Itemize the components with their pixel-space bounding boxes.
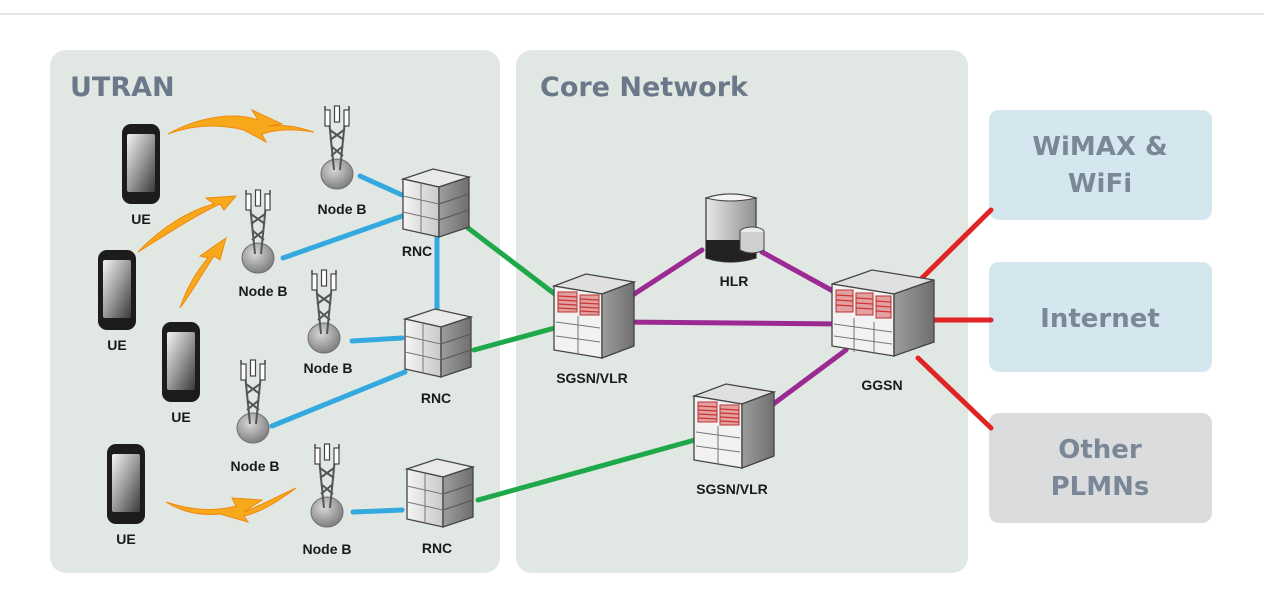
link-nodeb4-rnc2 xyxy=(269,369,408,429)
node-b-label-3: Node B xyxy=(304,360,353,376)
wireless-ue4-nodeb5 xyxy=(165,487,297,523)
ue-phone-icon-1 xyxy=(122,124,160,204)
wimax-wifi-label-line2: WiFi xyxy=(1068,169,1132,199)
ue-phone-icon-4 xyxy=(107,444,145,524)
wireless-ue1-nodeb1 xyxy=(167,108,315,144)
rnc-label-2: RNC xyxy=(421,390,451,406)
rnc-label-3: RNC xyxy=(422,540,452,556)
core-network-title: Core Network xyxy=(540,72,749,103)
link-ggsn-wimax xyxy=(915,207,994,285)
wireless-links xyxy=(137,108,315,523)
utran-panel xyxy=(50,50,500,573)
hlr-server-icon xyxy=(704,193,765,263)
wireless-ue2-nodeb2 xyxy=(137,195,238,253)
link-rnc1-sgsn xyxy=(465,225,563,301)
rnc-icon-2 xyxy=(404,308,472,378)
rnc-icon-3 xyxy=(406,458,474,528)
node-b-label-4: Node B xyxy=(231,458,280,474)
sgsn-vlr-rack-icon-2 xyxy=(693,383,775,469)
ue-label-3: UE xyxy=(171,409,190,425)
node-b-label-5: Node B xyxy=(303,541,352,557)
link-sgsn-hlr xyxy=(622,247,705,303)
internet-label: Internet xyxy=(1040,304,1160,334)
link-sgsn-ggsn xyxy=(622,319,845,327)
node-b-label-2: Node B xyxy=(239,283,288,299)
sgsn-vlr-label-1: SGSN/VLR xyxy=(556,370,628,386)
link-nodeb1-rnc1 xyxy=(357,173,405,198)
other-plmns-network: Other PLMNs xyxy=(989,413,1212,523)
node-b-label-1: Node B xyxy=(318,201,367,217)
wireless-ue3-nodeb2 xyxy=(179,236,227,309)
sgsn-vlr-rack-icon-1 xyxy=(553,273,635,359)
ue-phone-icon-2 xyxy=(98,250,136,330)
core-network-panel xyxy=(516,50,968,573)
other-plmns-label-line2: PLMNs xyxy=(1051,472,1150,502)
link-rnc2-sgsn xyxy=(471,323,565,353)
ue-label-2: UE xyxy=(107,337,126,353)
wimax-wifi-network: WiMAX & WiFi xyxy=(989,110,1212,220)
link-hlr-ggsn xyxy=(759,249,845,299)
ggsn-rack-icon xyxy=(831,269,935,357)
wimax-wifi-label-line1: WiMAX & xyxy=(1032,132,1167,162)
rnc-label-1: RNC xyxy=(402,243,432,259)
utran-title: UTRAN xyxy=(70,72,175,103)
sgsn-vlr-label-2: SGSN/VLR xyxy=(696,481,768,497)
link-sgsn2-ggsn xyxy=(765,347,849,411)
ue-label-1: UE xyxy=(131,211,150,227)
ue-phone-icon-3 xyxy=(162,322,200,402)
ggsn-label: GGSN xyxy=(861,377,902,393)
link-nodeb5-rnc3 xyxy=(350,507,405,515)
link-rnc3-sgsn2 xyxy=(475,435,705,503)
internet-network: Internet xyxy=(989,262,1212,372)
link-ggsn-other-plmns xyxy=(915,355,994,431)
link-nodeb3-rnc2 xyxy=(349,335,405,344)
other-plmns-label-line1: Other xyxy=(1058,435,1142,465)
hlr-label: HLR xyxy=(720,273,749,289)
ue-label-4: UE xyxy=(116,531,135,547)
rnc-icon-1 xyxy=(402,168,470,238)
link-nodeb2-rnc1 xyxy=(280,212,408,261)
